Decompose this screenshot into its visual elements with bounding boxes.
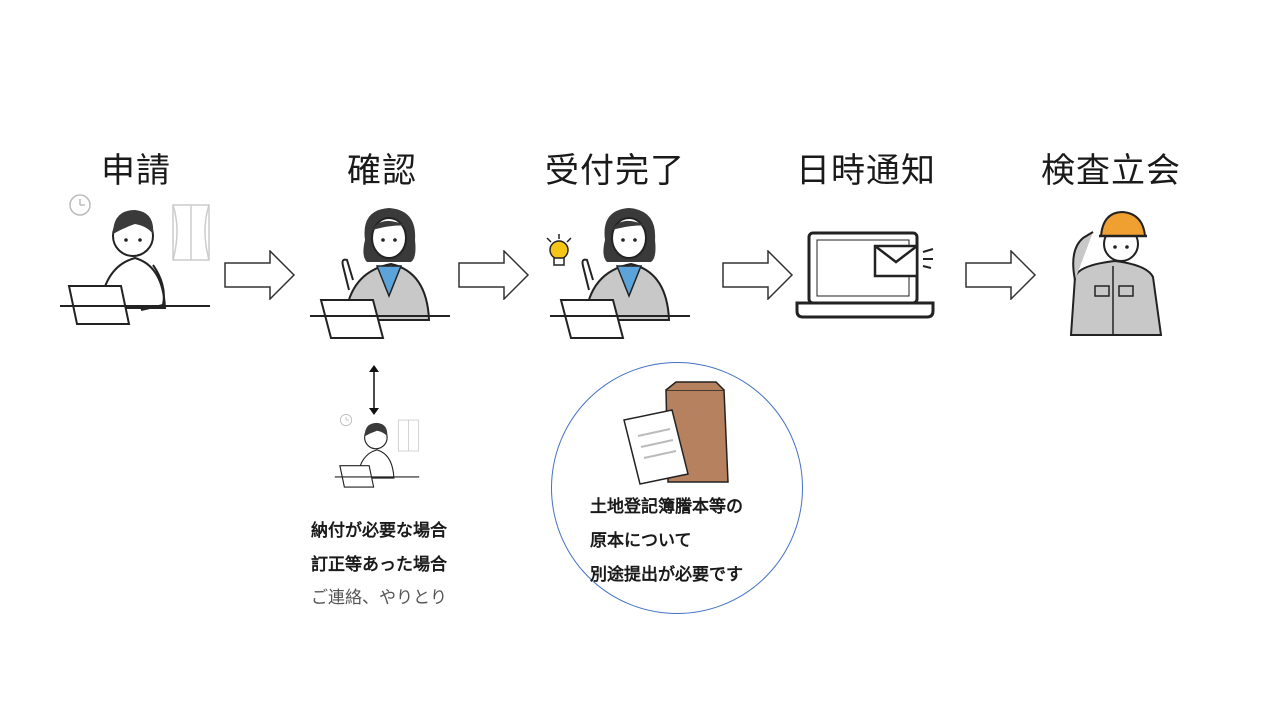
step-title-inspection: 検査立会: [1041, 143, 1181, 192]
circle-note-line3: 別途提出が必要です: [590, 560, 743, 585]
applicant-illustration: [55, 190, 215, 330]
note-contact: ご連絡、やりとり: [311, 583, 447, 608]
inspector-illustration: [1063, 210, 1163, 340]
circle-note-line1: 土地登記簿謄本等の: [590, 492, 743, 517]
window-icon: [173, 205, 209, 260]
flow-arrow-1: [224, 250, 296, 300]
flow-arrow-3: [722, 250, 794, 300]
helmet-icon: [1099, 212, 1147, 236]
note-payment-required: 納付が必要な場合: [311, 516, 447, 541]
note-correction-required: 訂正等あった場合: [311, 550, 447, 575]
step-title-schedule-notice: 日時通知: [796, 143, 936, 192]
laptop-mail-illustration: [795, 228, 945, 323]
document-envelope-icon: [620, 380, 732, 490]
flow-arrow-2: [458, 250, 530, 300]
staff-confirm-illustration: [305, 200, 455, 340]
step-title-application: 申請: [101, 143, 171, 192]
staff-received-illustration: [545, 200, 695, 340]
circle-note-line2: 原本について: [590, 526, 692, 551]
double-arrow: [366, 364, 382, 416]
lightbulb-icon: [547, 234, 571, 265]
step-title-confirmation: 確認: [347, 143, 417, 192]
step-title-reception-complete: 受付完了: [545, 143, 685, 192]
applicant-small-illustration: [332, 410, 422, 492]
clock-icon: [70, 195, 90, 215]
mail-icon: [875, 246, 933, 276]
flow-arrow-4: [965, 250, 1037, 300]
